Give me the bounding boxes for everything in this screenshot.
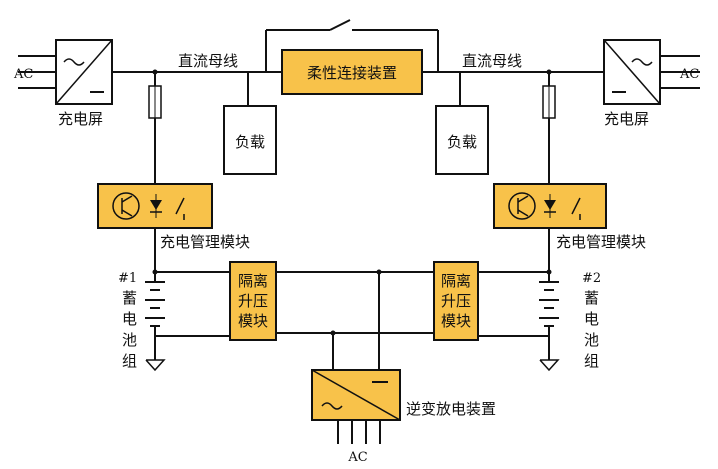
igbt-icon: [112, 192, 140, 220]
charge-mgmt-left: [97, 183, 213, 229]
iso-left-line-0: 隔离: [238, 272, 268, 290]
inverter: [311, 369, 401, 444]
battery-left-icon: [145, 272, 166, 372]
load-left-box: [223, 105, 277, 175]
battery1-char-2: 池: [122, 331, 137, 349]
iso-left-line-1: 升压: [238, 292, 268, 310]
switch-icon: [571, 197, 581, 215]
battery1-char-3: 组: [122, 352, 137, 370]
iso-right-line-1: 升压: [441, 292, 471, 310]
battery2-char-3: 组: [584, 352, 599, 370]
iso-boost-left-box: [229, 261, 277, 341]
charger-left: [18, 39, 113, 105]
charge-mgmt-right: [493, 183, 607, 229]
battery1-char-0: 蓄: [122, 289, 137, 307]
switch-icon: [175, 197, 185, 215]
ac-wave-icon: [63, 58, 85, 66]
battery2-num: #2: [582, 271, 601, 286]
ac-wave-icon: [631, 58, 653, 66]
switch-icon: [329, 19, 351, 31]
ground-icon: [539, 359, 560, 372]
load-left-label: 负载: [235, 133, 265, 151]
load-right-box: [435, 105, 489, 175]
flex-device-label: 柔性连接装置: [307, 64, 397, 82]
igbt-icon: [508, 192, 536, 220]
battery1-char-1: 电: [122, 310, 137, 328]
load-right-label: 负载: [447, 133, 477, 151]
dc-bus-right-label: 直流母线: [462, 52, 522, 70]
flex-device-box: [281, 49, 423, 95]
ground-icon: [145, 359, 166, 372]
ac-bottom-label: AC: [347, 450, 367, 464]
charge-mgmt-right-label: 充电管理模块: [556, 233, 646, 251]
dc-bus-left-label: 直流母线: [178, 52, 238, 70]
ac-wave-icon: [321, 402, 343, 410]
iso-right-line-0: 隔离: [441, 272, 471, 290]
battery-right-icon: [539, 272, 560, 372]
charger-right-label: 充电屏: [604, 110, 649, 128]
ac-left-label: AC: [13, 67, 33, 82]
ac-right-label: AC: [679, 67, 699, 82]
iso-left-line-2: 模块: [238, 312, 268, 330]
battery2-char-2: 池: [584, 331, 599, 349]
iso-boost-right-box: [433, 261, 479, 341]
inverter-label: 逆变放电装置: [406, 400, 496, 418]
charge-mgmt-left-label: 充电管理模块: [160, 233, 250, 251]
battery2-char-1: 电: [584, 310, 599, 328]
bypass-switch: [265, 19, 439, 72]
battery2-char-0: 蓄: [584, 289, 599, 307]
iso-right-line-2: 模块: [441, 312, 471, 330]
battery1-num: #1: [118, 271, 137, 286]
charger-left-label: 充电屏: [58, 110, 103, 128]
